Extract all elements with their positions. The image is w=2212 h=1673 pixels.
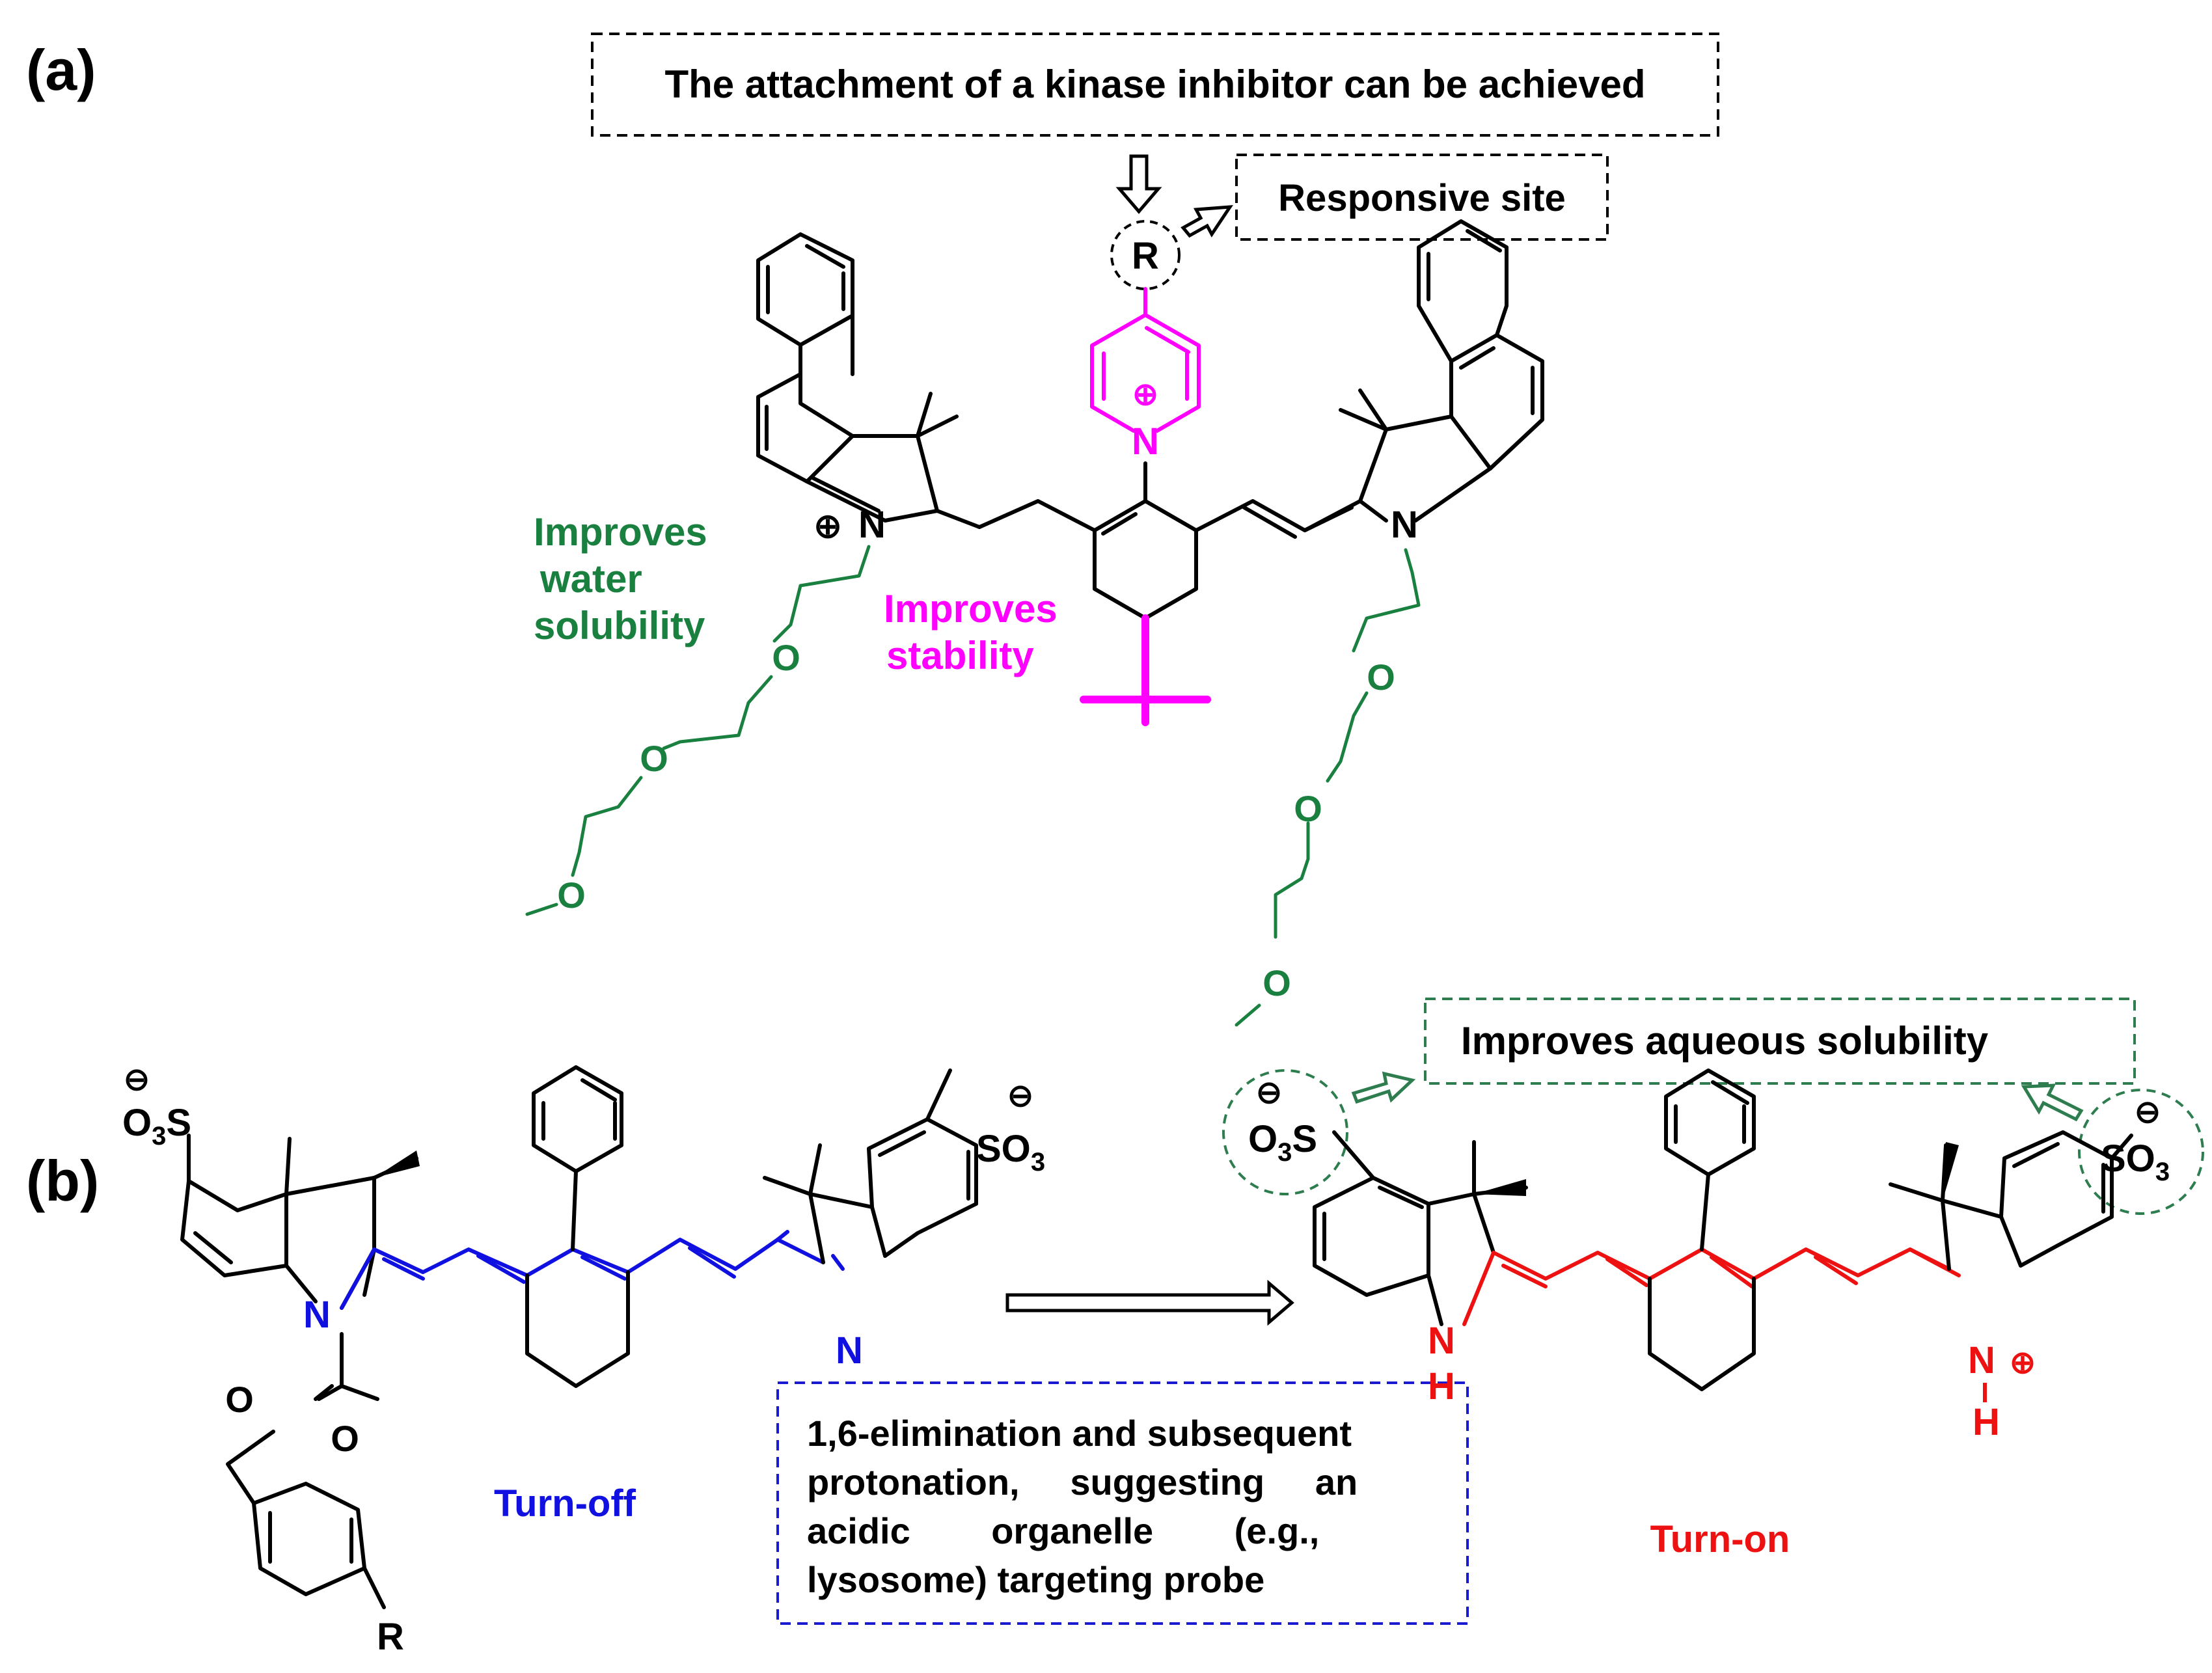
left-peg-o1: O <box>772 637 800 678</box>
turn-on-right-so3: SO3 <box>2101 1137 2170 1186</box>
kinase-callout-box <box>591 33 1719 137</box>
right-peg-o2: O <box>1294 788 1322 829</box>
right-peg-o3: O <box>1263 962 1291 1003</box>
turn-off-left-so3-charge: ⊖ <box>124 1063 150 1097</box>
mechanism-line-1: 1,6-elimination and subsequent <box>807 1413 1352 1454</box>
turn-on-right-plus: ⊕ <box>2010 1346 2036 1380</box>
turn-off-molecule: N N O O R ⊖ O3S ⊖ SO3 Turn-off <box>122 1063 1045 1658</box>
turn-off-carbonyl-o: O <box>331 1418 359 1459</box>
turn-on-left-indoline <box>1313 1130 1528 1326</box>
turn-on-right-n: N <box>1968 1339 1995 1381</box>
responsive-site-callout: Responsive site <box>1235 154 1609 241</box>
turn-off-right-so3: SO3 <box>976 1128 1045 1177</box>
pyridinium-plus: ⊕ <box>1132 377 1158 412</box>
mechanism-line-2: protonation, suggesting an <box>807 1462 1358 1503</box>
aqueous-solubility-callout: Improves aqueous solubility <box>1424 998 2136 1085</box>
turn-off-cyclohexene <box>525 1065 630 1388</box>
r-group-label: R <box>1132 235 1159 277</box>
down-hollow-arrow <box>1115 154 1162 214</box>
pyridinium-n: N <box>1132 420 1159 463</box>
pyridinium-ring <box>1090 287 1201 433</box>
water-solubility-annotation: Improves water solubility <box>534 510 707 647</box>
turn-on-left-so3: O3S <box>1248 1118 1317 1167</box>
turn-off-right-indolenine <box>763 1068 978 1264</box>
stability-annotation: Improves stability <box>884 587 1058 677</box>
mechanism-callout: 1,6-elimination and subsequent protonati… <box>776 1381 1469 1625</box>
turn-on-right-h: H <box>1973 1401 2000 1443</box>
aqueous-solubility-box <box>1424 998 2136 1085</box>
right-benzindoline <box>1339 219 1544 523</box>
turn-off-ester-o: O <box>225 1379 254 1420</box>
turn-on-right-so3-circle <box>2078 1089 2204 1215</box>
aqueous-arrow-left <box>1351 1071 1416 1104</box>
turn-on-left-h: H <box>1428 1365 1455 1408</box>
turn-on-right-so3-charge: ⊖ <box>2135 1095 2161 1130</box>
panel-label-b: (b) <box>26 1149 99 1213</box>
turn-on-molecule: N H N ⊕ H ⊖ O3S ⊖ SO3 Turn-on <box>1222 1068 2204 1560</box>
turn-off-right-so3-charge: ⊖ <box>1007 1079 1033 1113</box>
mechanism-line-3: acidic organelle (e.g., <box>807 1510 1319 1551</box>
kinase-callout-text: The attachment of a kinase inhibitor can… <box>664 62 1645 106</box>
water-solubility-line-1: Improves <box>534 510 707 554</box>
turn-off-left-indoline <box>180 1134 418 1609</box>
turn-on-left-so3-circle <box>1222 1069 1348 1195</box>
left-peg-o3: O <box>557 875 586 916</box>
stability-line-1: Improves <box>884 587 1058 631</box>
kinase-callout: The attachment of a kinase inhibitor can… <box>591 33 1719 137</box>
turn-off-left-n: N <box>303 1294 331 1336</box>
reaction-arrow <box>1005 1279 1294 1326</box>
right-peg-chain <box>1235 548 1421 1027</box>
turn-on-cyclohexene <box>1648 1068 1756 1391</box>
panel-label-a: (a) <box>26 38 96 102</box>
cyclohexene-core <box>977 461 1362 620</box>
left-n-atom: N <box>858 504 886 546</box>
aqueous-solubility-text: Improves aqueous solubility <box>1461 1019 1989 1063</box>
left-n-plus-sign: ⊕ <box>813 508 842 545</box>
turn-off-polymethine <box>340 1230 845 1310</box>
turn-off-label: Turn-off <box>494 1482 636 1525</box>
turn-on-polymethine <box>1462 1247 1961 1326</box>
left-benzindolium <box>756 232 981 529</box>
wedge-methyl-right-right <box>1943 1142 1959 1201</box>
r-group-dashed-circle <box>1110 220 1181 290</box>
wedge-methyl-left <box>374 1150 420 1178</box>
water-solubility-line-2: water <box>539 557 642 601</box>
water-solubility-line-3: solubility <box>534 604 705 647</box>
aqueous-arrow-right <box>2021 1083 2084 1122</box>
turn-off-left-so3: O3S <box>122 1102 191 1150</box>
stability-line-2: stability <box>886 634 1034 677</box>
mechanism-line-4: lysosome) targeting probe <box>807 1559 1264 1600</box>
responsive-site-text: Responsive site <box>1278 177 1566 219</box>
turn-off-right-n: N <box>836 1329 863 1372</box>
turn-on-right-indolium <box>1889 1130 2133 1271</box>
left-peg-o2: O <box>640 738 668 779</box>
turn-on-label: Turn-on <box>1650 1518 1790 1560</box>
wedge-methyl-right-left <box>1474 1179 1526 1196</box>
mechanism-box <box>776 1381 1469 1625</box>
turn-on-left-n: N <box>1428 1320 1455 1362</box>
diagonal-hollow-arrow <box>1181 205 1233 238</box>
turn-off-r: R <box>377 1616 404 1658</box>
tert-butyl-group <box>1080 614 1211 726</box>
responsive-site-box <box>1235 154 1609 241</box>
turn-on-left-so3-charge: ⊖ <box>1256 1076 1282 1110</box>
left-peg-chain <box>525 545 871 916</box>
right-peg-o1: O <box>1367 657 1395 698</box>
cyanine-molecule-a: R ⊕ N <box>525 219 1544 1027</box>
right-n-atom: N <box>1391 504 1418 546</box>
